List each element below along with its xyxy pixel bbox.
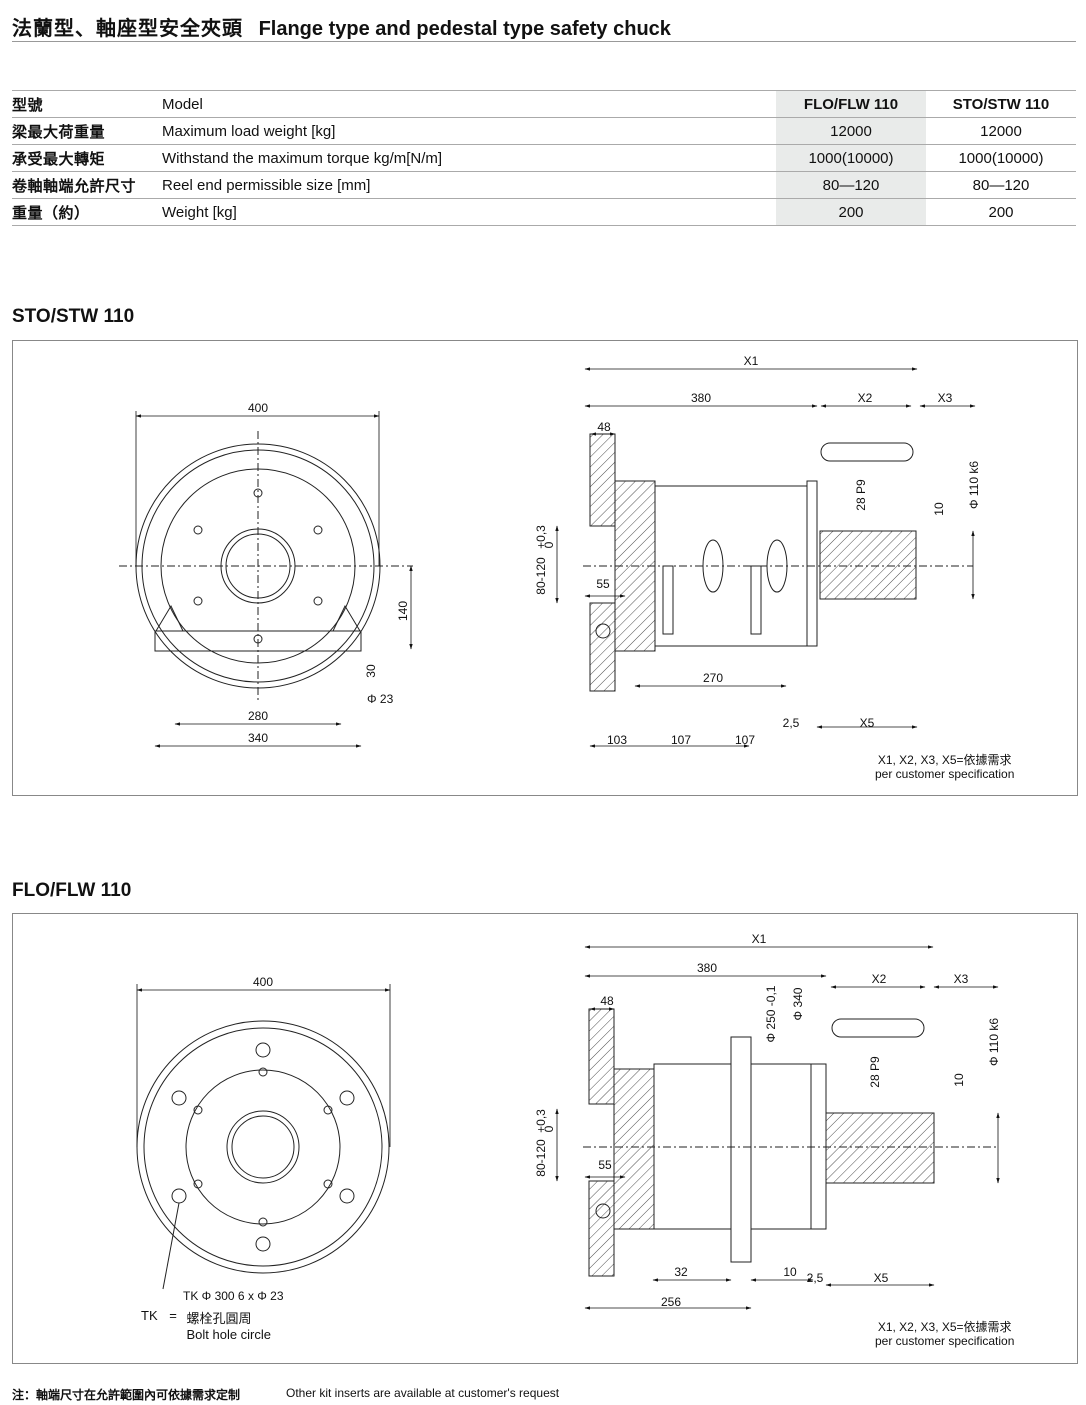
footer-note-cn: 注：軸端尺寸在允許範圍內可依據需求定制: [12, 1388, 241, 1402]
dim-10-flange: 10: [783, 1265, 797, 1279]
col-sto-header: STO/STW 110: [926, 90, 1076, 118]
dim-d23: Φ 23: [367, 692, 394, 706]
dim-400: 400: [253, 975, 273, 989]
table-row: 承受最大轉矩 Withstand the maximum torque kg/m…: [12, 144, 1076, 172]
row-label-en: Model: [162, 90, 776, 118]
flo-side-view: [583, 1008, 998, 1277]
row-label-cn: 梁最大荷重量: [12, 117, 162, 145]
dim-x3: X3: [938, 391, 953, 405]
sto-section-title: STO/STW 110: [12, 306, 135, 327]
dim-10: 10: [952, 1073, 966, 1087]
tk-legend-label: TK: [141, 1308, 158, 1323]
col-flo-header: FLO/FLW 110: [776, 90, 926, 118]
cell-flo: 200: [776, 198, 926, 226]
dim-x2: X2: [858, 391, 873, 405]
title-chinese: 法蘭型、軸座型安全夾頭: [12, 18, 243, 40]
dim-250: Φ 250 -0,1: [764, 985, 778, 1042]
row-label-en: Maximum load weight [kg]: [162, 117, 776, 145]
dim-256: 256: [661, 1295, 681, 1309]
dim-340: Φ 340: [791, 987, 805, 1020]
row-label-cn: 承受最大轉矩: [12, 144, 162, 172]
dim-48: 48: [597, 420, 611, 434]
row-label-cn: 卷軸軸端允許尺寸: [12, 171, 162, 199]
dim-280: 280: [248, 709, 268, 723]
table-row: 卷軸軸端允許尺寸 Reel end permissible size [mm] …: [12, 171, 1076, 199]
row-label-cn: 重量（約）: [12, 198, 162, 226]
dim-28p9: 28 P9: [868, 1056, 882, 1088]
dim-110k6: Φ 110 k6: [967, 461, 981, 509]
dim-tk: TK Φ 300 6 x Φ 23: [183, 1289, 284, 1303]
row-label-en: Withstand the maximum torque kg/m[N/m]: [162, 144, 776, 172]
sto-side-view: [583, 433, 973, 692]
note-cn: X1, X2, X3, X5=依據需求: [877, 1320, 1012, 1334]
dim-107: 107: [735, 733, 755, 747]
tk-legend-eq: =: [169, 1308, 177, 1323]
footer-note-en: Other kit inserts are available at custo…: [286, 1386, 560, 1400]
note-cn: X1, X2, X3, X5=依據需求: [877, 753, 1012, 767]
dim-x1: X1: [752, 932, 767, 946]
title-english: Flange type and pedestal type safety chu…: [258, 18, 671, 40]
cell-sto: 1000(10000): [926, 144, 1076, 172]
cell-flo: 12000: [776, 117, 926, 145]
dim-x5: X5: [860, 716, 875, 730]
dim-reel: 80-120: [534, 1139, 548, 1177]
dim-reel: 80-120: [534, 557, 548, 595]
dim-x2: X2: [872, 972, 887, 986]
row-label-cn: 型號: [12, 90, 162, 118]
cell-sto: 12000: [926, 117, 1076, 145]
flo-section-title: FLO/FLW 110: [12, 880, 132, 901]
dim-140: 140: [396, 601, 410, 621]
dim-10: 10: [932, 502, 946, 516]
dim-380: 380: [691, 391, 711, 405]
dim-x3: X3: [954, 972, 969, 986]
dim-reel-tol-up: +0,3: [534, 1109, 548, 1133]
page-title: 法蘭型、軸座型安全夾頭 Flange type and pedestal typ…: [12, 12, 671, 41]
sto-drawing: 400 140 30 Φ 23 280 340 X1 380 X2 X3 48 …: [119, 354, 981, 748]
dim-55: 55: [596, 577, 610, 591]
tk-legend: TK = 螺栓孔圓周 Bolt hole circle: [141, 1308, 271, 1342]
tk-legend-cn: 螺栓孔圓周: [186, 1311, 252, 1326]
sto-drawing-panel: 400 140 30 Φ 23 280 340 X1 380 X2 X3 48 …: [12, 340, 1078, 796]
flo-drawing-panel: 400 TK Φ 300 6 x Φ 23 X1 380 X2 X3 48 Φ …: [12, 913, 1078, 1364]
cell-sto: 200: [926, 198, 1076, 226]
dim-x1: X1: [744, 354, 759, 368]
tk-legend-en: Bolt hole circle: [186, 1327, 272, 1342]
dim-340: 340: [248, 731, 268, 745]
tk-legend-text: 螺栓孔圓周 Bolt hole circle: [186, 1308, 271, 1342]
cell-flo: 1000(10000): [776, 144, 926, 172]
dim-48: 48: [600, 994, 614, 1008]
dim-400: 400: [248, 401, 268, 415]
dim-32: 32: [674, 1265, 688, 1279]
note-en: per customer specification: [875, 1334, 1015, 1348]
dim-270: 270: [703, 671, 723, 685]
table-row: 型號 Model FLO/FLW 110 STO/STW 110: [12, 90, 1076, 118]
title-divider: [12, 41, 1076, 42]
note-en: per customer specification: [875, 767, 1015, 781]
dim-30: 30: [364, 664, 378, 678]
cell-flo: 80—120: [776, 171, 926, 199]
dim-reel-tol-up: +0,3: [534, 525, 548, 549]
dim-55: 55: [598, 1158, 612, 1172]
sto-front-view: [119, 431, 413, 701]
flo-front-view: [136, 1020, 390, 1290]
dim-110k6: Φ 110 k6: [987, 1018, 1001, 1066]
flo-drawing: 400 TK Φ 300 6 x Φ 23 X1 380 X2 X3 48 Φ …: [136, 932, 1001, 1310]
dim-reel-tol-low: 0: [542, 541, 556, 548]
spec-table: 型號 Model FLO/FLW 110 STO/STW 110 梁最大荷重量 …: [12, 90, 1076, 226]
cell-sto: 80—120: [926, 171, 1076, 199]
flo-customer-note: X1, X2, X3, X5=依據需求 per customer specifi…: [875, 1320, 1014, 1348]
table-row: 梁最大荷重量 Maximum load weight [kg] 12000 12…: [12, 117, 1076, 145]
dim-reel-tol-low: 0: [542, 1125, 556, 1132]
row-label-en: Reel end permissible size [mm]: [162, 171, 776, 199]
row-label-en: Weight [kg]: [162, 198, 776, 226]
dim-28p9: 28 P9: [854, 479, 868, 511]
dim-2-5: 2,5: [783, 716, 800, 730]
dim-380: 380: [697, 961, 717, 975]
dim-103: 103: [607, 733, 627, 747]
table-row: 重量（約） Weight [kg] 200 200: [12, 198, 1076, 226]
dim-x5: X5: [874, 1271, 889, 1285]
dim-2-5: 2,5: [807, 1271, 824, 1285]
dim-107: 107: [671, 733, 691, 747]
sto-customer-note: X1, X2, X3, X5=依據需求 per customer specifi…: [875, 753, 1014, 781]
